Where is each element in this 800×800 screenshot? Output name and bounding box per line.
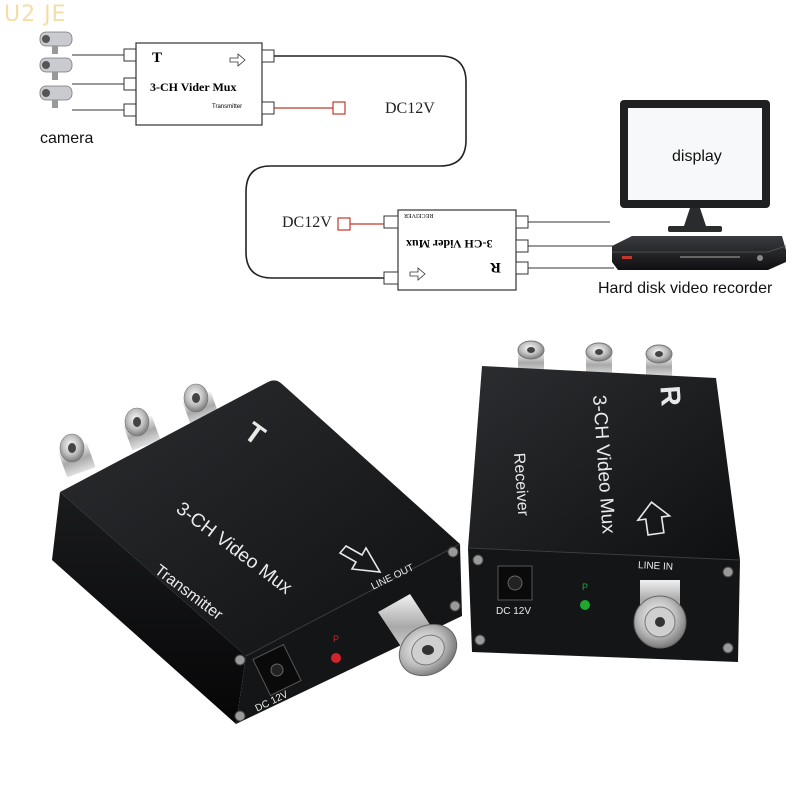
- display-label: display: [672, 148, 722, 165]
- dvr-icon: [612, 236, 787, 270]
- monitor-icon: [620, 100, 770, 232]
- arrow-icon: [636, 501, 672, 536]
- bnc-connector-icon: [633, 580, 687, 649]
- arrow-right-icon: [409, 267, 426, 281]
- bnc-connector-icon: [585, 342, 613, 376]
- camera-label: camera: [40, 130, 94, 147]
- receiver-box-title: 3-CH Vider Mux: [406, 237, 493, 251]
- power-jack-bottom: [337, 217, 351, 231]
- transmitter-box-subtitle: Transmitter: [212, 104, 243, 110]
- receiver-box-letter: R: [490, 259, 501, 275]
- receiver-dc-label: DC 12V: [496, 606, 532, 617]
- output-cables: [528, 221, 614, 269]
- receiver-letter: R: [654, 384, 687, 408]
- camera-cables: [72, 54, 124, 111]
- transmitter-box-letter: T: [152, 50, 163, 66]
- recorder-label: Hard disk video recorder: [598, 280, 773, 297]
- arrow-right-icon: [229, 53, 246, 67]
- receiver-line-label: LINE IN: [637, 560, 674, 573]
- dc-label-top: DC12V: [385, 100, 435, 117]
- transmitter-device: [52, 380, 462, 724]
- watermark: U2 JE: [4, 2, 67, 27]
- bnc-connector-icon: [58, 433, 96, 478]
- receiver-box-subtitle: RECEIVER: [404, 212, 434, 218]
- power-jack-top: [332, 101, 346, 115]
- bnc-connector-icon: [123, 407, 161, 451]
- power-led-icon: [580, 600, 590, 610]
- transmitter-ports: [123, 48, 137, 117]
- receiver-ports: [515, 215, 529, 275]
- transmitter-led-label: P: [333, 634, 340, 644]
- arrow-icon: [338, 544, 382, 573]
- video-cable: [245, 55, 467, 279]
- transmitter-box-title: 3-CH Vider Mux: [150, 80, 237, 94]
- bnc-connector-icon: [378, 594, 458, 677]
- power-led-icon: [331, 653, 341, 663]
- bnc-connector-icon: [645, 344, 673, 378]
- receiver-device: [467, 340, 741, 662]
- camera-icon: [39, 31, 73, 108]
- receiver-led-label: P: [582, 582, 589, 592]
- dc-label-bottom: DC12V: [282, 214, 332, 231]
